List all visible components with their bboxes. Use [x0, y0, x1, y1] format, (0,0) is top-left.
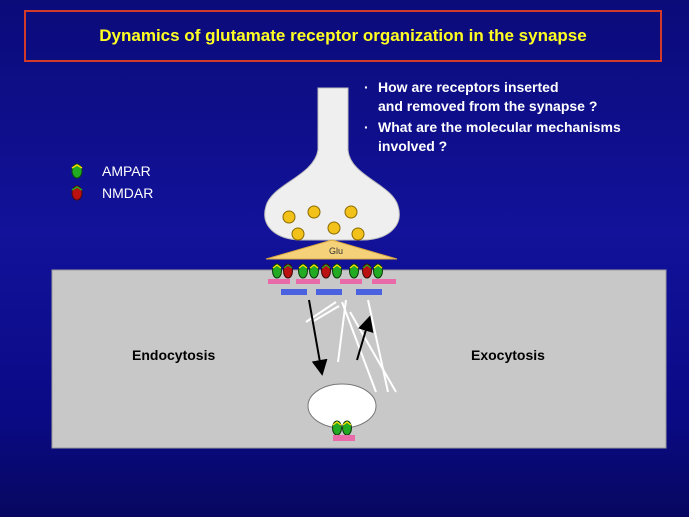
slide-title: Dynamics of glutamate receptor organizat… [99, 26, 587, 45]
synaptic-receptors [271, 263, 384, 279]
presynaptic-terminal [264, 87, 400, 241]
exocytosis-label: Exocytosis [471, 347, 545, 363]
bullet-dot: · [364, 79, 369, 95]
endocytosis-arrow [308, 299, 328, 376]
legend-label: NMDAR [102, 185, 154, 201]
ampar-receptor-icon [71, 163, 83, 179]
glutamate-cleft [265, 239, 398, 260]
exocytosis-arrow [356, 315, 374, 361]
title-box: Dynamics of glutamate receptor organizat… [24, 10, 662, 62]
bullet-dot: · [364, 119, 369, 135]
endosome [307, 383, 377, 429]
glu-label: Glu [329, 246, 343, 256]
synaptic-vesicles [282, 205, 365, 241]
question-text: How are receptors inserted and removed f… [378, 79, 598, 114]
legend-label: AMPAR [102, 163, 151, 179]
legend-item-nmdar: NMDAR [70, 182, 153, 204]
legend: AMPAR NMDAR [70, 160, 153, 204]
endocytosis-label: Endocytosis [132, 347, 216, 363]
question-item: · How are receptors inserted and removed… [364, 78, 684, 116]
question-text: What are the molecular mechanisms involv… [378, 119, 621, 154]
question-item: · What are the molecular mechanisms invo… [364, 118, 684, 156]
nmdar-receptor-icon [71, 185, 83, 201]
endosome-scaffold [333, 435, 355, 441]
question-list: · How are receptors inserted and removed… [364, 78, 684, 158]
scaffold-proteins [268, 279, 396, 295]
legend-item-ampar: AMPAR [70, 160, 153, 182]
